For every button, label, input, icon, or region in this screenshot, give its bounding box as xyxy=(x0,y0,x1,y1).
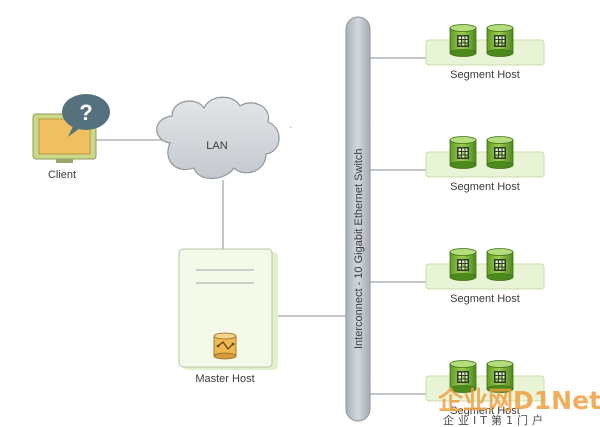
master-host-node: Master Host xyxy=(178,248,278,385)
segment-host-2: Segment Host xyxy=(425,136,545,193)
segment-host-label: Segment Host xyxy=(450,293,520,305)
master-host-label: Master Host xyxy=(195,373,254,385)
disk-icon xyxy=(449,248,477,281)
watermark-tagline: 企业IT第1门户 xyxy=(443,413,547,427)
client-node: ? Client xyxy=(32,94,110,181)
segment-host-label: Segment Host xyxy=(450,69,520,81)
connection-lines xyxy=(96,57,426,395)
lan-cloud: LAN xyxy=(156,96,280,180)
client-label: Client xyxy=(48,169,76,181)
database-icon xyxy=(213,332,237,360)
segment-host-3: Segment Host xyxy=(425,248,545,305)
interconnect-switch: Interconnect - 10 Gigabit Ethernet Switc… xyxy=(345,16,371,422)
cloud-icon xyxy=(156,96,280,180)
disk-icon xyxy=(449,24,477,57)
disk-icon xyxy=(449,136,477,169)
segment-host-1: Segment Host xyxy=(425,24,545,81)
watermark-brand: 企业网D1Net xyxy=(438,386,600,415)
watermark: 企业网D1Net 企业IT第1门户 xyxy=(438,386,600,427)
segment-host-label: Segment Host xyxy=(450,405,520,417)
disk-icon xyxy=(486,136,514,169)
switch-label: Interconnect - 10 Gigabit Ethernet Switc… xyxy=(353,148,365,349)
question-mark-bubble-icon: ? xyxy=(62,94,110,137)
disk-icon xyxy=(486,248,514,281)
segment-host-label: Segment Host xyxy=(450,181,520,193)
question-mark-glyph: ? xyxy=(79,100,92,125)
lan-label: LAN xyxy=(206,140,227,152)
disk-icon xyxy=(486,24,514,57)
segment-host-4: Segment Host xyxy=(425,360,545,417)
stray-mark: ` xyxy=(289,125,292,137)
